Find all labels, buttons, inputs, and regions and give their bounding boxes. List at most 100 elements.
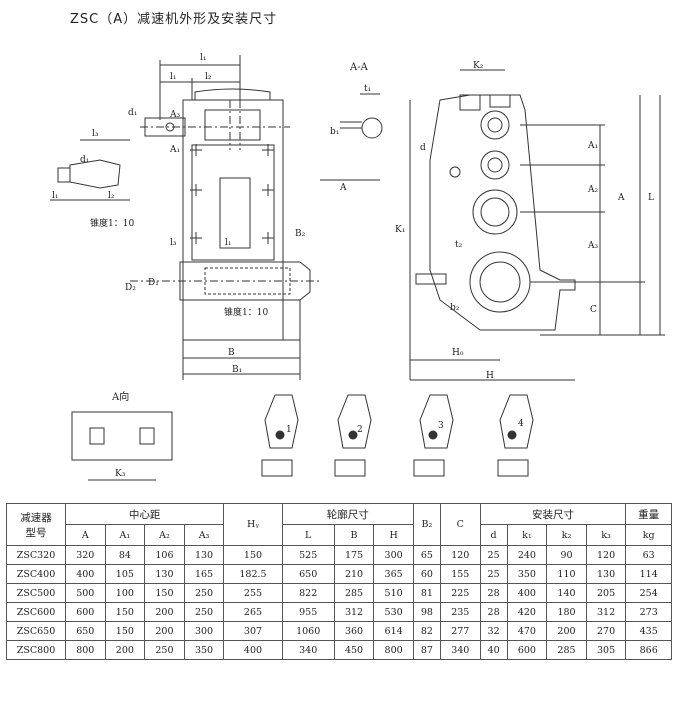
value-cell: 254 <box>625 583 672 603</box>
value-cell: 25 <box>479 545 508 565</box>
label-l1-top: l₁ <box>200 53 207 63</box>
value-cell: 255 <box>223 583 283 603</box>
value-cell: 106 <box>144 545 185 565</box>
value-cell: 240 <box>506 545 548 565</box>
label-L: L <box>648 193 654 203</box>
value-cell: 822 <box>281 583 335 603</box>
value-cell: 470 <box>506 621 548 641</box>
value-cell: 420 <box>506 602 548 622</box>
header-outline: 轮廓尺寸 <box>281 503 414 525</box>
label-t1: t₁ <box>364 84 371 94</box>
header-col: L <box>281 524 335 546</box>
value-cell: 40 <box>479 640 508 660</box>
value-cell: 84 <box>104 545 146 565</box>
header-col: k₁ <box>506 524 548 546</box>
position-2-label: 2 <box>357 425 363 435</box>
value-cell: 200 <box>546 621 587 641</box>
value-cell: 87 <box>412 640 441 660</box>
value-cell: 25 <box>479 564 508 584</box>
label-A-side: A <box>617 193 625 203</box>
value-cell: 955 <box>281 602 335 622</box>
model-cell: ZSC400 <box>6 564 66 584</box>
value-cell: 155 <box>439 564 481 584</box>
value-cell: 105 <box>104 564 146 584</box>
dimension-table: 减速器 型号 中心距 Hᵧ 轮廓尺寸 B₂ C 安装尺寸 重量 A A₁ A₂ … <box>6 503 672 660</box>
value-cell: 350 <box>183 640 225 660</box>
header-col: A₂ <box>144 524 185 546</box>
label-A1-front: A₁ <box>169 145 180 155</box>
header-col: A <box>65 524 106 546</box>
value-cell: 130 <box>183 545 225 565</box>
model-cell: ZSC600 <box>6 602 66 622</box>
header-install: 安装尺寸 <box>479 503 627 525</box>
value-cell: 530 <box>373 602 414 622</box>
label-A-dir: A <box>339 183 347 193</box>
value-cell: 270 <box>585 621 627 641</box>
value-cell: 273 <box>625 602 672 622</box>
value-cell: 450 <box>333 640 375 660</box>
label-l2-top: l₂ <box>205 72 212 82</box>
label-l1-bottom: l₁ <box>225 238 232 248</box>
value-cell: 165 <box>183 564 225 584</box>
label-A2-side: A₂ <box>587 185 598 195</box>
value-cell: 100 <box>104 583 146 603</box>
value-cell: 98 <box>412 602 441 622</box>
value-cell: 600 <box>65 602 106 622</box>
value-cell: 250 <box>144 640 185 660</box>
value-cell: 320 <box>65 545 106 565</box>
label-d1-left: d₁ <box>80 155 89 165</box>
value-cell: 180 <box>546 602 587 622</box>
header-col: A₃ <box>183 524 225 546</box>
label-b2: b₂ <box>450 303 460 313</box>
value-cell: 150 <box>104 621 146 641</box>
label-H: H <box>486 371 494 381</box>
page-title: ZSC（A）减速机外形及安装尺寸 <box>70 12 278 27</box>
value-cell: 63 <box>625 545 672 565</box>
view-A: A向 K₃ <box>71 390 173 481</box>
value-cell: 510 <box>373 583 414 603</box>
value-cell: 110 <box>546 564 587 584</box>
header-col: k₃ <box>585 524 627 546</box>
label-K1: K₁ <box>395 225 405 235</box>
side-view: K₂ d K₁ t₂ b₂ H₀ H A₁ A₂ A₃ C A L <box>395 61 665 381</box>
value-cell: 60 <box>412 564 441 584</box>
value-cell: 614 <box>373 621 414 641</box>
model-cell: ZSC800 <box>6 640 66 660</box>
value-cell: 250 <box>183 583 225 603</box>
header-bz: B₂ <box>412 503 441 546</box>
model-cell: ZSC320 <box>6 545 66 565</box>
value-cell: 800 <box>373 640 414 660</box>
label-l1-mid: l₁ <box>170 72 177 82</box>
label-A1-side: A₁ <box>587 141 598 151</box>
value-cell: 312 <box>333 602 375 622</box>
value-cell: 205 <box>585 583 627 603</box>
header-c: C <box>439 503 481 546</box>
label-B2-front: B₂ <box>295 229 306 239</box>
header-model: 减速器 型号 <box>6 503 66 546</box>
value-cell: 225 <box>439 583 481 603</box>
value-cell: 82 <box>412 621 441 641</box>
header-center-distance: 中心距 <box>64 503 225 525</box>
label-H0: H₀ <box>452 348 464 358</box>
value-cell: 175 <box>333 545 375 565</box>
label-b1: b₁ <box>330 127 339 137</box>
value-cell: 200 <box>144 621 185 641</box>
label-B: B <box>228 348 235 358</box>
label-D2: D₂ <box>125 283 136 293</box>
value-cell: 365 <box>373 564 414 584</box>
header-weight: 重量 <box>625 503 672 525</box>
value-cell: 525 <box>281 545 335 565</box>
label-AA: A-A <box>349 62 369 73</box>
position-4-label: 4 <box>518 419 524 429</box>
table-header-row-1: 减速器 型号 中心距 Hᵧ 轮廓尺寸 B₂ C 安装尺寸 重量 <box>6 503 672 546</box>
section-AA: A-A t₁ b₁ A <box>320 62 383 193</box>
header-col: k₂ <box>546 524 587 546</box>
value-cell: 81 <box>412 583 441 603</box>
value-cell: 150 <box>144 583 185 603</box>
value-cell: 150 <box>104 602 146 622</box>
position-3-label: 3 <box>438 421 444 431</box>
